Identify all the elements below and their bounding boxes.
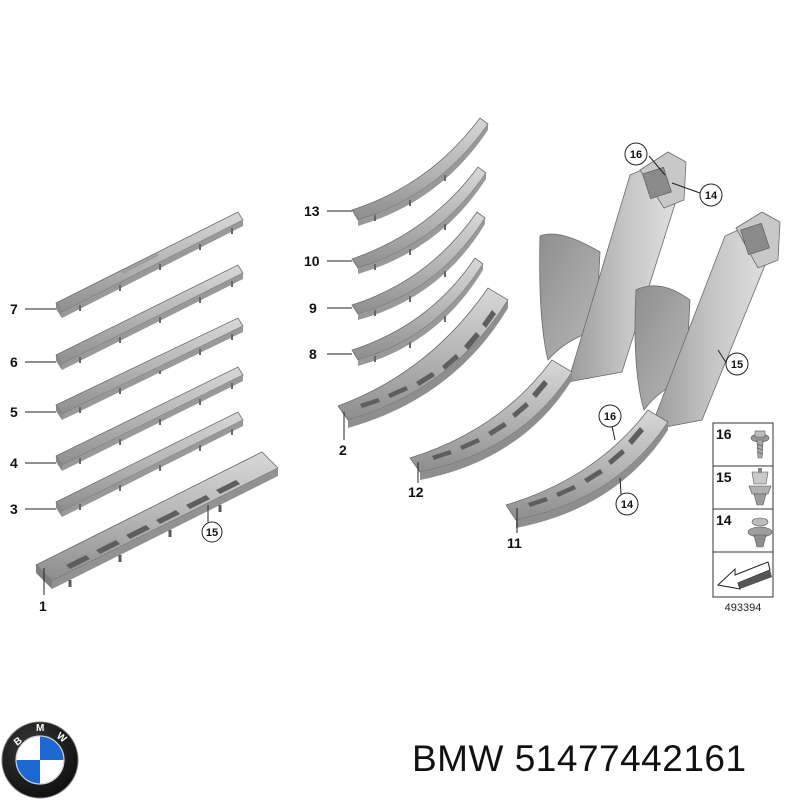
sill-cover-1 <box>35 451 279 589</box>
pillar-trim-12 <box>409 151 687 480</box>
curved-strip-8 <box>351 257 484 366</box>
callout-5: 5 <box>10 404 18 420</box>
callout-16-lower: 16 <box>598 404 622 428</box>
callout-labels: 7 6 5 4 3 1 13 10 9 8 2 12 11 15 16 14 1… <box>10 142 749 614</box>
svg-text:14: 14 <box>621 499 634 511</box>
clip-nut-icon <box>748 468 772 506</box>
fastener-legend: 16 15 14 493394 <box>712 422 774 614</box>
svg-text:16: 16 <box>604 411 616 423</box>
pillar-trim-11 <box>505 211 781 528</box>
callout-6: 6 <box>10 354 18 370</box>
svg-text:15: 15 <box>206 527 218 539</box>
curved-strip-10 <box>351 166 487 274</box>
callout-2: 2 <box>339 442 347 458</box>
callout-8: 8 <box>309 346 317 362</box>
curved-strip-9 <box>351 211 486 320</box>
product-caption: BMW 51477442161 <box>412 738 747 780</box>
sill-strip-7 <box>55 211 244 318</box>
callout-13: 13 <box>304 203 320 219</box>
callout-9: 9 <box>309 300 317 316</box>
sill-strip-6 <box>55 264 244 370</box>
callout-4: 4 <box>10 455 18 471</box>
curved-panel-2 <box>337 287 509 428</box>
screw-washer-icon <box>750 430 770 459</box>
callout-12: 12 <box>408 484 424 500</box>
expanding-rivet-icon <box>747 517 773 548</box>
brand-name: BMW <box>412 738 504 779</box>
callout-15-right: 15 <box>725 352 749 376</box>
callout-14-lower: 14 <box>615 492 639 516</box>
logo-letter-m: M <box>36 723 44 734</box>
part-number: 51477442161 <box>514 738 747 779</box>
legend-number-15: 15 <box>716 469 732 485</box>
callout-3: 3 <box>10 501 18 517</box>
callout-1: 1 <box>39 598 47 614</box>
sill-strip-4 <box>55 366 244 471</box>
svg-text:15: 15 <box>731 359 743 371</box>
legend-number-14: 14 <box>716 512 732 528</box>
legend-number-16: 16 <box>716 426 732 442</box>
svg-text:16: 16 <box>630 149 642 161</box>
callout-14-top: 14 <box>699 183 723 207</box>
direction-arrow-icon <box>716 561 772 590</box>
leader-lines <box>25 155 728 595</box>
sill-strip-5 <box>55 317 244 420</box>
callout-15-left: 15 <box>201 521 223 543</box>
callout-16-top: 16 <box>624 142 648 166</box>
callout-10: 10 <box>304 253 320 269</box>
bmw-logo: B M W <box>1 721 79 799</box>
callout-7: 7 <box>10 301 18 317</box>
svg-text:14: 14 <box>705 190 718 202</box>
callout-11: 11 <box>507 535 522 551</box>
sill-strip-3 <box>55 411 244 517</box>
diagram-reference-number: 493394 <box>725 602 762 614</box>
curved-strip-13 <box>351 117 489 226</box>
